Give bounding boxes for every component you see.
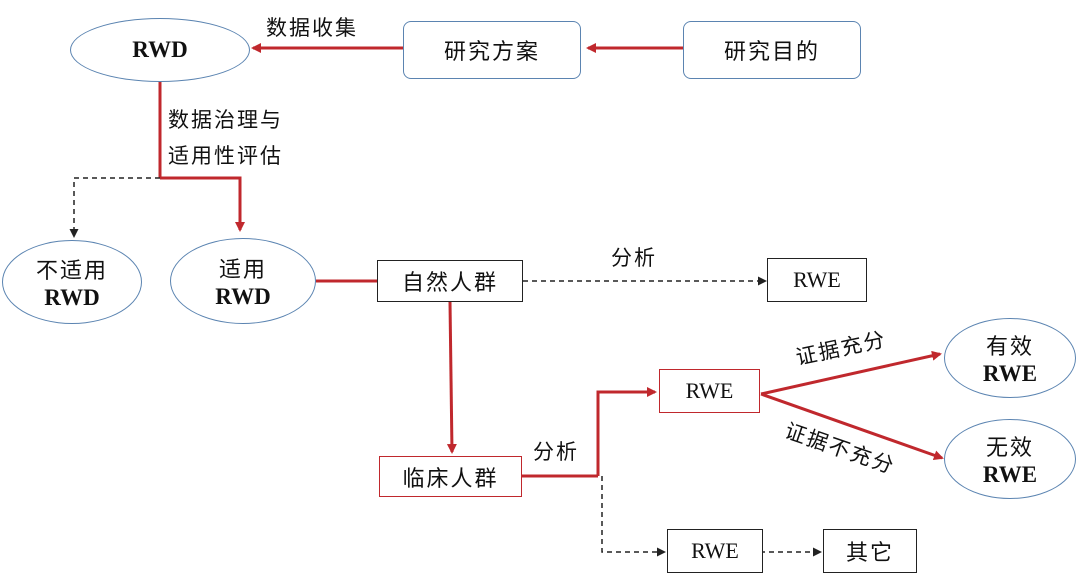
rwe-other-label: RWE — [691, 538, 739, 563]
edge-label-data-collection: 数据收集 — [266, 16, 358, 40]
suitable-rwd-node: 适用 RWD — [170, 238, 316, 324]
effective-rwe-label-2: RWE — [982, 361, 1038, 386]
natural-population-node: 自然人群 — [377, 260, 523, 302]
arrow-branch-to-rwe-other — [601, 476, 666, 557]
rwe-natural-node: RWE — [767, 258, 867, 302]
unsuitable-rwd-node: 不适用 RWD — [2, 240, 142, 324]
rwe-clinical-label: RWE — [685, 378, 734, 403]
rwd-top-node: RWD — [70, 18, 250, 82]
arrow-rwe-to-effective — [760, 350, 942, 396]
edge-label-analysis-clinical: 分析 — [533, 440, 579, 464]
arrow-split-to-suitable — [160, 176, 245, 232]
other-label: 其它 — [845, 541, 894, 566]
clinical-population-node: 临床人群 — [379, 456, 522, 497]
arrow-natural-to-clinical — [446, 301, 457, 454]
rwe-natural-label: RWE — [793, 267, 841, 292]
edge-label-analysis-natural: 分析 — [611, 246, 657, 270]
clinical-population-label: 临床人群 — [402, 466, 499, 492]
unsuitable-rwd-label-1: 不适用 — [35, 259, 108, 284]
effective-rwe-node: 有效 RWE — [944, 318, 1076, 398]
effective-rwe-label-1: 有效 — [985, 335, 1034, 360]
arrow-branch-to-rwe — [596, 387, 657, 476]
ineffective-rwe-label-1: 无效 — [985, 436, 1034, 461]
rwe-clinical-node: RWE — [659, 369, 760, 413]
research-goal-node: 研究目的 — [683, 21, 861, 79]
arrow-split-to-unsuitable — [69, 177, 160, 238]
edge-label-governance-1: 数据治理与 — [168, 108, 283, 132]
other-node: 其它 — [823, 529, 917, 573]
unsuitable-rwd-label-2: RWD — [44, 285, 100, 310]
ineffective-rwe-label-2: RWE — [982, 462, 1038, 487]
research-goal-label: 研究目的 — [723, 40, 820, 65]
research-plan-label: 研究方案 — [443, 40, 540, 65]
ineffective-rwe-node: 无效 RWE — [944, 419, 1076, 499]
arrow-rwe-to-ineffective — [760, 392, 944, 461]
suitable-rwd-label-1: 适用 — [218, 258, 267, 283]
edge-label-governance-2: 适用性评估 — [168, 144, 283, 168]
natural-population-label: 自然人群 — [401, 271, 498, 296]
rwe-other-node: RWE — [667, 529, 763, 573]
suitable-rwd-label-2: RWD — [215, 284, 271, 309]
research-plan-node: 研究方案 — [403, 21, 581, 79]
rwd-top-label: RWD — [132, 37, 188, 62]
